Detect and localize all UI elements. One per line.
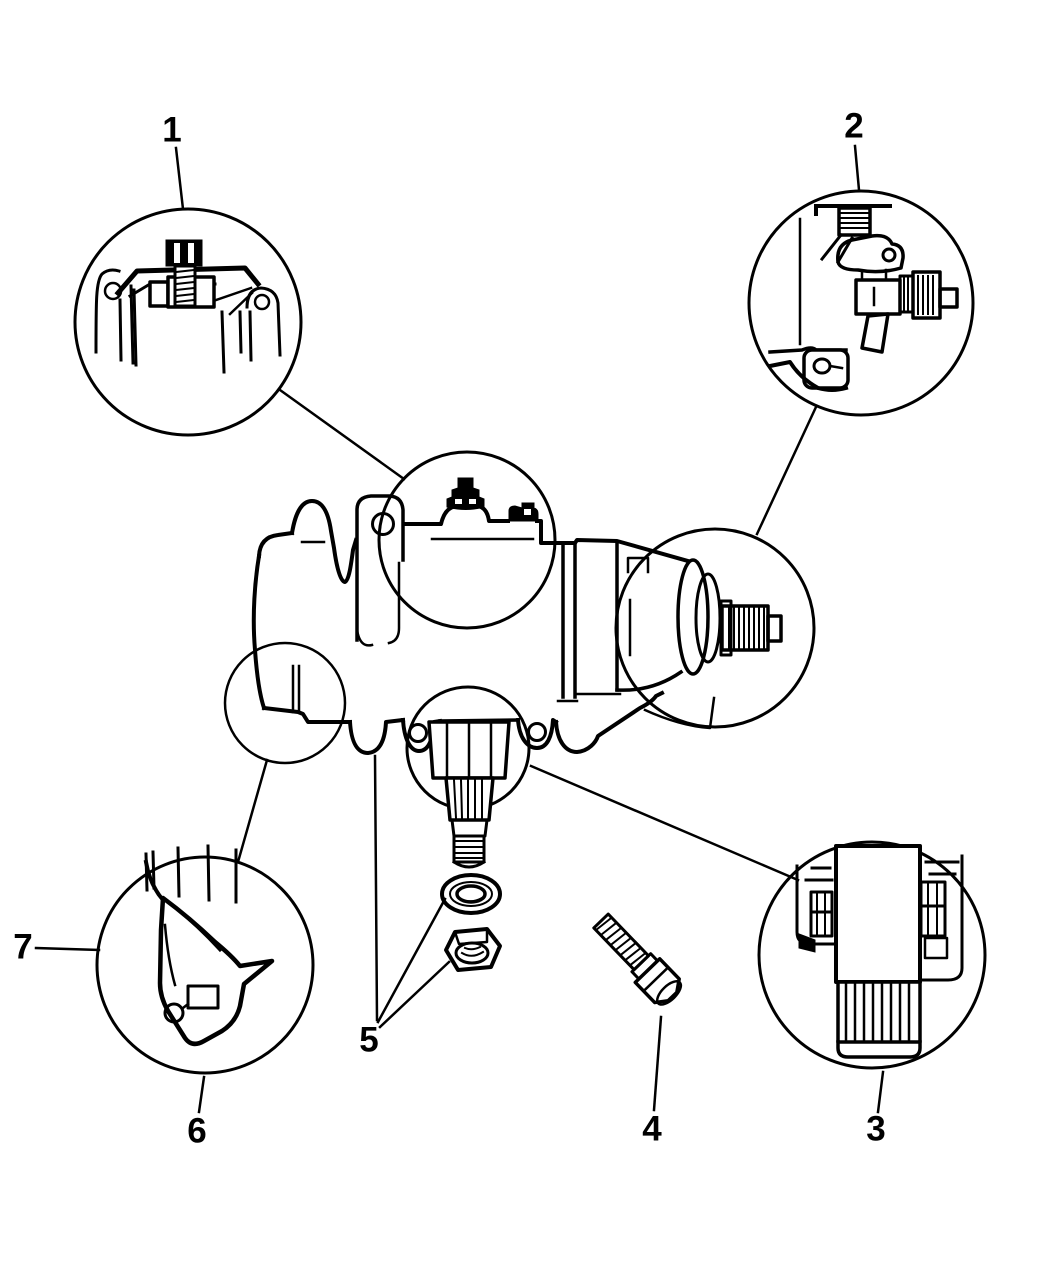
- adjuster-source-circle: [377, 450, 557, 630]
- callout-label-3: 3: [866, 1109, 886, 1149]
- sector-shaft-nut: [444, 927, 502, 972]
- sector-shaft-washer: [440, 873, 502, 915]
- leader-lines: [34, 144, 885, 1114]
- input-shaft-source-circle: [614, 527, 816, 729]
- detail-circle-3: [757, 840, 987, 1070]
- sector-shaft-assembly: [405, 685, 531, 869]
- detail-circle-1: [73, 207, 303, 437]
- hex-bolt: [592, 912, 683, 1006]
- detail-circle-2: [747, 189, 975, 417]
- callout-label-2: 2: [844, 106, 864, 146]
- callout-label-6: 6: [187, 1111, 207, 1151]
- callout-label-1: 1: [162, 110, 182, 150]
- callout-label-7: 7: [13, 927, 33, 967]
- callout-label-5: 5: [359, 1020, 379, 1060]
- pitman-source-circle: [223, 641, 347, 765]
- main-gear-housing: [251, 477, 716, 755]
- callout-label-4: 4: [642, 1109, 662, 1149]
- detail-circle-6-7: [95, 844, 315, 1075]
